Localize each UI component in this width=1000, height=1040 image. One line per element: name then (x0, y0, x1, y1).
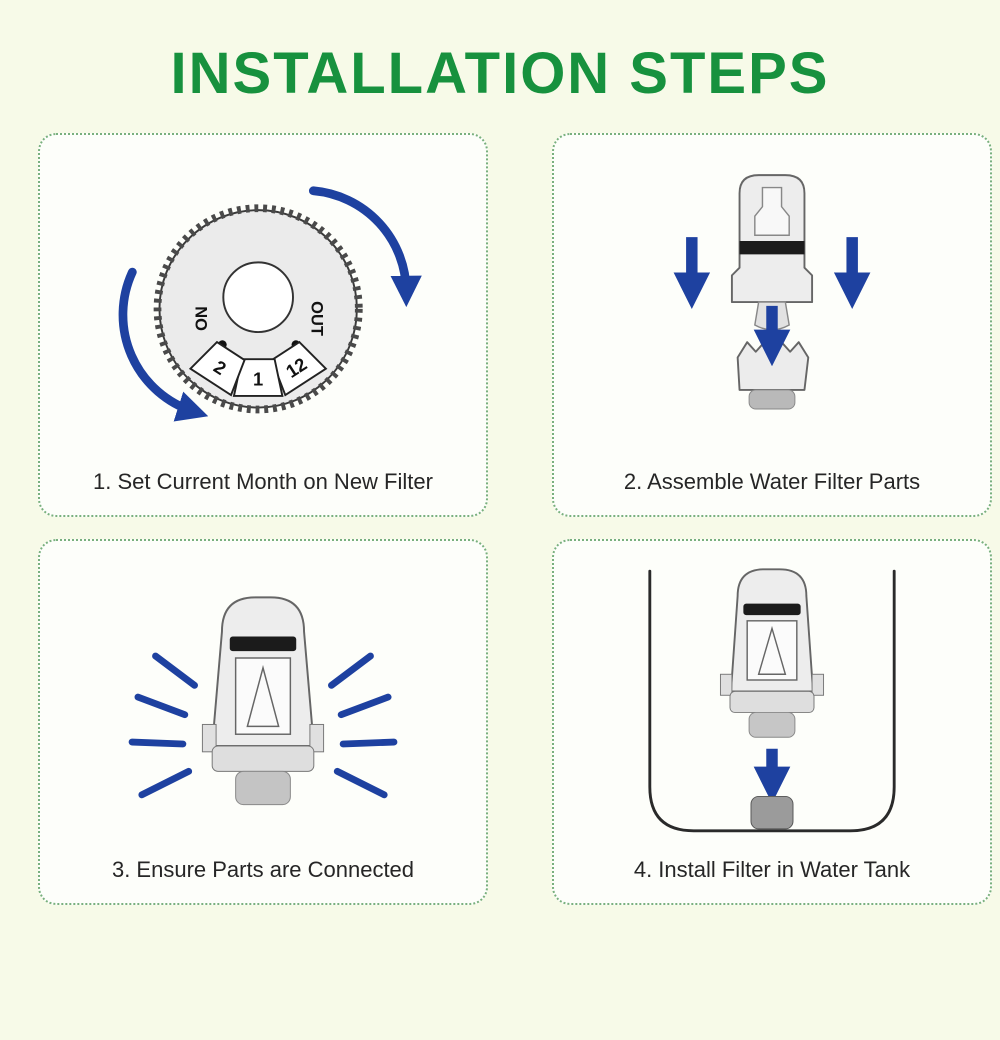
filter-base-plate (211, 745, 315, 772)
filter-foot (235, 770, 291, 806)
tank-socket-nub (750, 795, 794, 830)
click-line (339, 738, 398, 748)
step3-illustration (48, 551, 478, 851)
step-panel-3: 3. Ensure Parts are Connected (38, 539, 488, 905)
click-line (333, 767, 388, 799)
month-dial-illustration: ON OUT 12 1 (118, 186, 422, 422)
filter-black-band (743, 603, 801, 616)
filter-assembly-illustration (673, 174, 871, 410)
filter-cartridge (719, 568, 825, 738)
month-segment-12: 12 (270, 340, 328, 397)
tank-install-illustration (648, 568, 896, 833)
month-segment-1: 1 (232, 358, 284, 397)
water-tank-outline (648, 569, 896, 833)
month-segment-2: 2 (188, 340, 246, 397)
connected-filter-illustration (128, 596, 398, 806)
rotation-arrow-left (118, 267, 209, 422)
filter-black-band (739, 241, 805, 255)
rotation-arrow-top-right (308, 186, 422, 308)
filter-cartridge (730, 174, 814, 304)
step-caption-3: 3. Ensure Parts are Connected (111, 857, 415, 882)
click-line (138, 767, 193, 799)
filter-body (730, 174, 814, 304)
filter-cartridge (201, 596, 325, 806)
filter-window-triangle (757, 625, 787, 675)
clamp-part (736, 341, 810, 410)
click-line (152, 652, 199, 689)
filter-window-triangle (246, 664, 280, 728)
filter-flange-right (811, 673, 825, 696)
step4-illustration (562, 551, 982, 851)
clamp-body (736, 341, 810, 391)
filter-window (234, 657, 292, 735)
step1-illustration: ON OUT 12 1 (48, 145, 478, 463)
step-panel-1: ON OUT 12 1 (38, 133, 488, 517)
step-panel-4: 4. Install Filter in Water Tank (552, 539, 992, 905)
base-cap (748, 389, 796, 410)
step-caption-2: 2. Assemble Water Filter Parts (623, 469, 921, 494)
filter-flange-right (309, 723, 325, 753)
click-line (134, 693, 189, 719)
click-line (327, 652, 374, 689)
filter-black-band (229, 636, 297, 652)
steps-grid: ON OUT 12 1 (0, 133, 1000, 905)
filter-base-plate (729, 690, 815, 713)
dial-teeth (153, 204, 363, 414)
step-caption-4: 4. Install Filter in Water Tank (633, 857, 911, 882)
step-panel-2: 2. Assemble Water Filter Parts (552, 133, 992, 517)
month-dial: ON OUT 12 1 (153, 204, 363, 414)
filter-flange-left (719, 673, 733, 696)
step2-illustration (562, 145, 982, 463)
dial-on-label: ON (193, 306, 211, 331)
click-line (128, 738, 187, 748)
installation-guide: INSTALLATION STEPS (0, 40, 1000, 905)
filter-spout (754, 186, 790, 236)
click-line (337, 693, 392, 719)
dial-center-hole (222, 261, 294, 334)
filter-foot (748, 711, 796, 738)
dial-out-label: OUT (307, 301, 325, 336)
month-segment-label: 1 (253, 368, 263, 389)
filter-flange-left (201, 723, 217, 753)
step-caption-1: 1. Set Current Month on New Filter (93, 469, 433, 494)
click-lines (128, 652, 398, 799)
page-title: INSTALLATION STEPS (170, 41, 830, 106)
